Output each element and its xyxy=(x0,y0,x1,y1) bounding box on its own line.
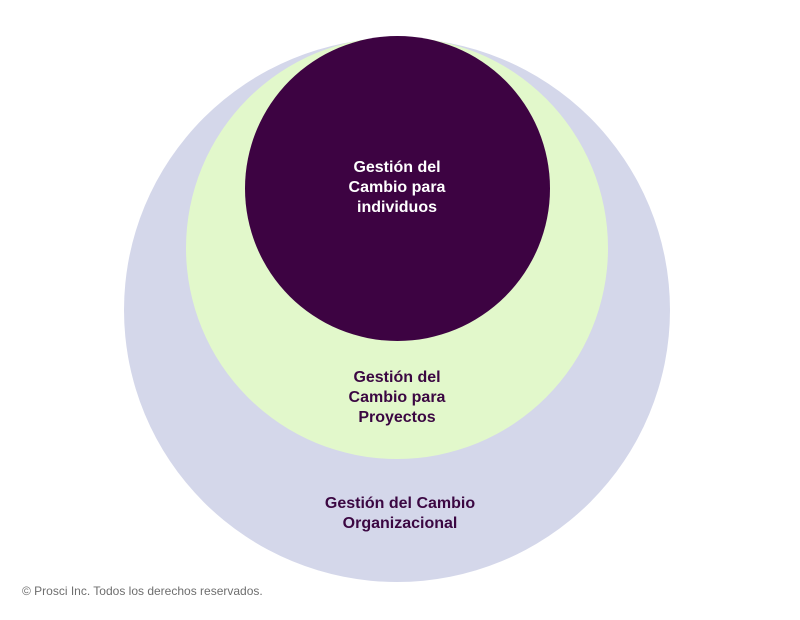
individual-change-circle xyxy=(245,36,550,341)
individual-change-label: Gestión del Cambio para individuos xyxy=(348,159,446,216)
project-change-label: Gestión del Cambio para Proyectos xyxy=(348,369,446,426)
organizational-change-label: Gestión del Cambio Organizacional xyxy=(324,495,476,532)
copyright-notice: © Prosci Inc. Todos los derechos reserva… xyxy=(22,584,263,598)
